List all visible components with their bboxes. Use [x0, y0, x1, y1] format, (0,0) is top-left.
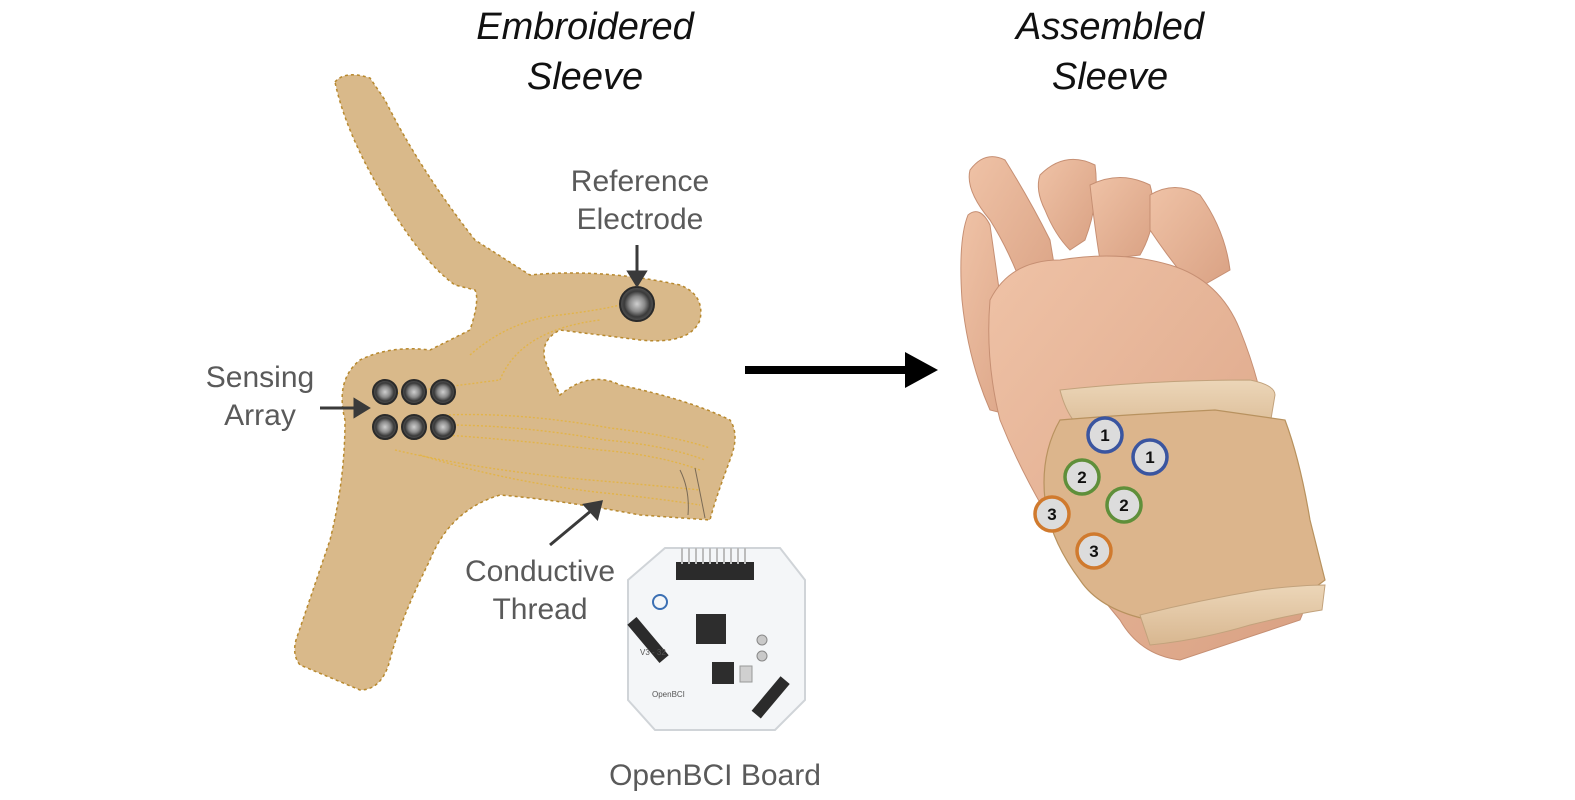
assembled-hand: 1 1 2 2 3 3: [960, 156, 1326, 661]
board-header-right: [751, 676, 790, 719]
openbci-board-label-text: OpenBCI Board: [609, 759, 821, 792]
electrode-badge-1: 1: [1131, 438, 1169, 476]
electrode-badge-circle: [1086, 416, 1124, 454]
sleeve-strap-lower: [1139, 584, 1326, 646]
openbci-board-label: OpenBCI Board: [580, 757, 850, 795]
electrode-badge-number: 3: [1047, 505, 1056, 524]
reference-electrode-label-line2: Electrode: [576, 203, 704, 236]
sensing-electrode: [430, 414, 456, 440]
electrode-badge-circle: [1075, 532, 1113, 570]
sensing-array-label-line2: Array: [224, 399, 296, 432]
board-chip: [696, 614, 726, 644]
transition-arrow: [745, 352, 938, 388]
assembled-sleeve-title-line1: Assembled: [1016, 6, 1204, 48]
electrode-badge-number: 2: [1077, 468, 1086, 487]
openbci-board: V3 - 32 OpenBCI: [627, 547, 806, 731]
sensing-array: [372, 379, 456, 440]
embroidered-sleeve: [293, 74, 736, 691]
electrode-badge-circle: [1063, 458, 1101, 496]
assembled-sleeve-title-line2: Sleeve: [1051, 56, 1169, 98]
reference-electrode: [619, 286, 655, 322]
label-pointers: [320, 245, 648, 547]
finger-pinky: [1149, 187, 1231, 291]
board-version-text: V3 - 32: [640, 648, 666, 657]
conductive-thread-label: Conductive Thread: [440, 553, 640, 629]
electrode-badges: 1 1 2 2 3 3: [1033, 416, 1169, 570]
board-header-left: [627, 616, 669, 664]
embroidered-sleeve-title-line2: Sleeve: [526, 56, 644, 98]
board-logo: [652, 594, 668, 610]
conductive-thread-traces: [384, 304, 711, 506]
sensing-electrode: [372, 414, 398, 440]
assembled-sleeve-title: Assembled Sleeve: [960, 2, 1260, 102]
electrode-badge-circle: [1105, 486, 1143, 524]
embroidered-sleeve-title-line1: Embroidered: [476, 6, 694, 48]
electrode-badge-2: 2: [1105, 486, 1143, 524]
reference-electrode-label: Reference Electrode: [540, 163, 740, 239]
electrode-badge-number: 3: [1089, 542, 1098, 561]
thread-ends: [679, 467, 706, 519]
electrode-badge-circle: [1131, 438, 1169, 476]
sensing-electrode: [401, 379, 427, 405]
electrode-badge-number: 2: [1119, 496, 1128, 515]
electrode-badge-3: 3: [1075, 532, 1113, 570]
electrode-badge-1: 1: [1086, 416, 1124, 454]
sensing-electrode: [401, 414, 427, 440]
sleeve-fabric: [293, 74, 736, 691]
finger-middle: [1037, 158, 1097, 251]
electrode-badge-2: 2: [1063, 458, 1101, 496]
sensing-electrode: [372, 379, 398, 405]
board-chip-small: [712, 662, 734, 684]
embroidered-sleeve-title: Embroidered Sleeve: [435, 2, 735, 102]
sensing-electrode: [430, 379, 456, 405]
board-brand-text: OpenBCI: [652, 690, 685, 699]
sensing-array-label-line1: Sensing: [205, 361, 315, 394]
electrode-badge-3: 3: [1033, 495, 1071, 533]
conductive-thread-label-line2: Thread: [492, 593, 588, 626]
reference-electrode-label-line1: Reference: [570, 165, 710, 198]
electrode-badge-number: 1: [1145, 448, 1154, 467]
board-header-top: [676, 562, 754, 580]
electrode-badge-circle: [1033, 495, 1071, 533]
sensing-array-label: Sensing Array: [180, 359, 340, 435]
electrode-badge-number: 1: [1100, 426, 1109, 445]
finger-ring: [1089, 177, 1154, 261]
conductive-thread-label-line1: Conductive: [464, 555, 616, 588]
